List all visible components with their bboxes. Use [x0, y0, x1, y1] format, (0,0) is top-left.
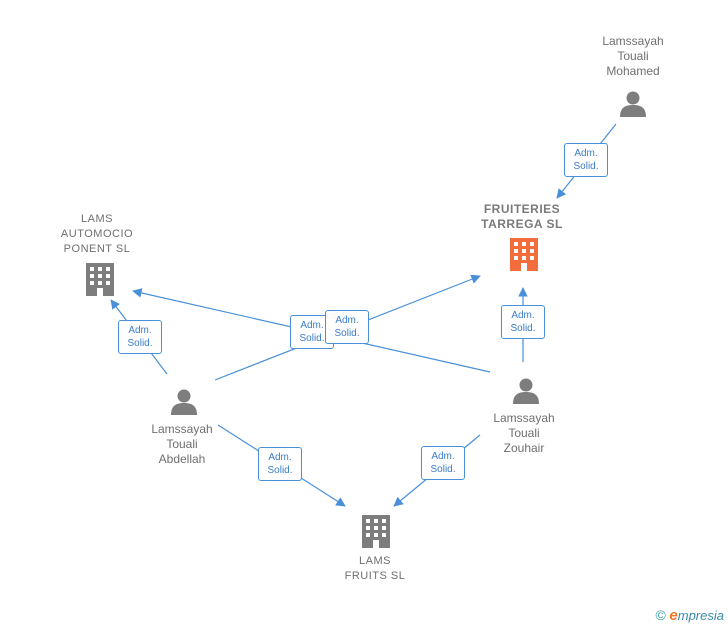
- role-label: Adm. Solid.: [421, 446, 465, 480]
- role-line2: Solid.: [430, 464, 456, 475]
- brand-logo-text: mpresia: [677, 608, 724, 623]
- role-line1: Adm.: [574, 148, 598, 159]
- building-icon[interactable]: [362, 515, 390, 548]
- copyright-footer: © empresia: [655, 607, 724, 624]
- person-label-abdellah[interactable]: Lamssayah Touali Abdellah: [151, 422, 213, 466]
- building-icon[interactable]: [86, 263, 114, 296]
- role-line2: Solid.: [299, 333, 325, 344]
- role-line2: Solid.: [267, 465, 293, 476]
- role-label: Adm. Solid.: [258, 447, 302, 481]
- company-label-fruits[interactable]: LAMS FRUITS SL: [344, 555, 406, 582]
- role-line1: Adm.: [431, 451, 455, 462]
- role-label: Adm. Solid.: [118, 320, 162, 354]
- role-label: Adm. Solid.: [564, 143, 608, 177]
- role-line2: Solid.: [573, 161, 599, 172]
- role-line1: Adm.: [268, 452, 292, 463]
- role-line2: Solid.: [510, 323, 536, 334]
- company-label-fruiteries[interactable]: FRUITERIES TARREGA SL: [481, 202, 563, 231]
- role-line2: Solid.: [127, 338, 153, 349]
- person-icon[interactable]: [620, 91, 646, 118]
- person-icon[interactable]: [171, 389, 197, 416]
- copyright-symbol: ©: [655, 607, 666, 623]
- role-line1: Adm.: [128, 325, 152, 336]
- role-line1: Adm.: [335, 315, 359, 326]
- person-icon[interactable]: [513, 378, 539, 405]
- person-label-zouhair[interactable]: Lamssayah Touali Zouhair: [493, 411, 555, 455]
- role-line1: Adm.: [300, 320, 324, 331]
- brand-logo-initial: e: [669, 607, 678, 624]
- role-label: Adm. Solid.: [325, 310, 369, 344]
- company-label-automocio[interactable]: LAMS AUTOMOCIO PONENT SL: [60, 213, 134, 255]
- role-label: Adm. Solid.: [501, 305, 545, 339]
- role-line1: Adm.: [511, 310, 535, 321]
- role-line2: Solid.: [334, 328, 360, 339]
- building-icon[interactable]: [510, 238, 538, 271]
- person-label-mohamed[interactable]: Lamssayah Touali Mohamed: [602, 34, 664, 78]
